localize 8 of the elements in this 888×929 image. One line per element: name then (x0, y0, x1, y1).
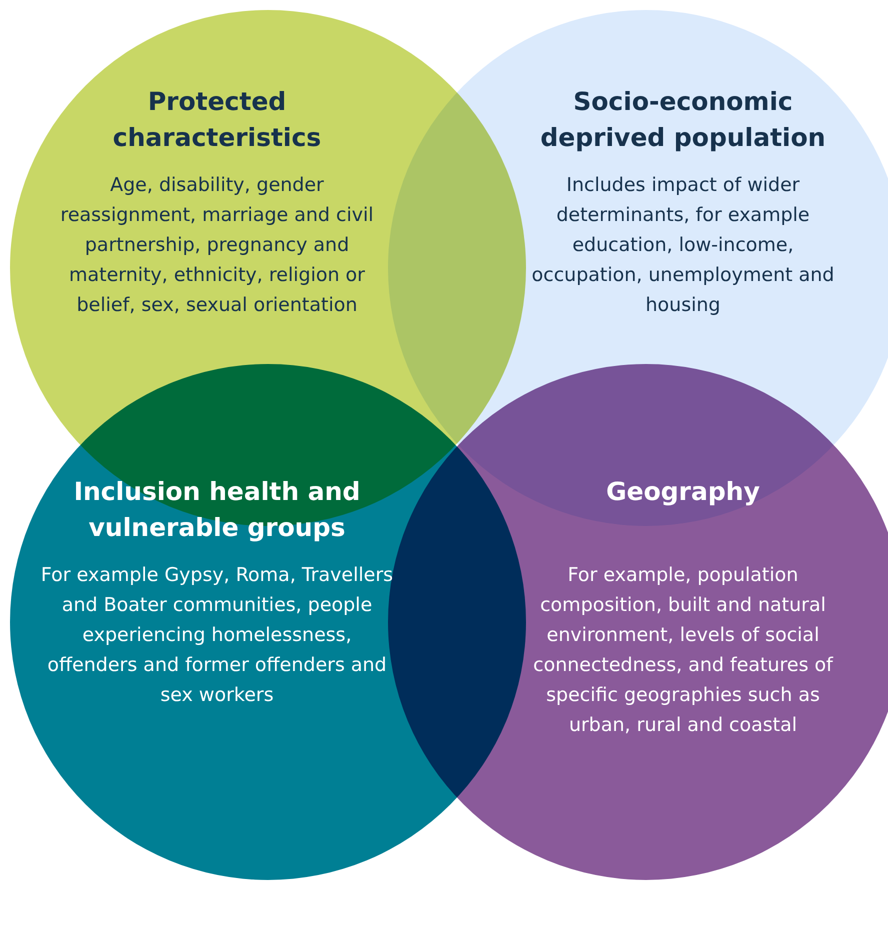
circle-heading: Protected characteristics (112, 86, 322, 154)
circle-description: For example Gypsy, Roma, Travellers and Boater communities, people experiencing homelessness, offenders and former offenders and sex workers (40, 563, 394, 708)
circle-description: Includes impact of wider determinants, for example education, low-income, occupation, unemployment and housing (530, 173, 836, 318)
circle-heading: Geography (605, 476, 761, 508)
circle-description: For example, population composition, built and natural environment, levels of social connectedness, and features of specific geographies such as urban, rural and coastal (532, 563, 834, 738)
circle-description: Age, disability, gender reassignment, marriage and civil partnership, pregnancy and maternity, ethnicity, religion or belief, sex, sexual orientation (59, 173, 375, 318)
circle-heading: Inclusion health and vulnerable groups (72, 476, 362, 544)
circle-heading: Socio-economic deprived population (539, 86, 827, 154)
